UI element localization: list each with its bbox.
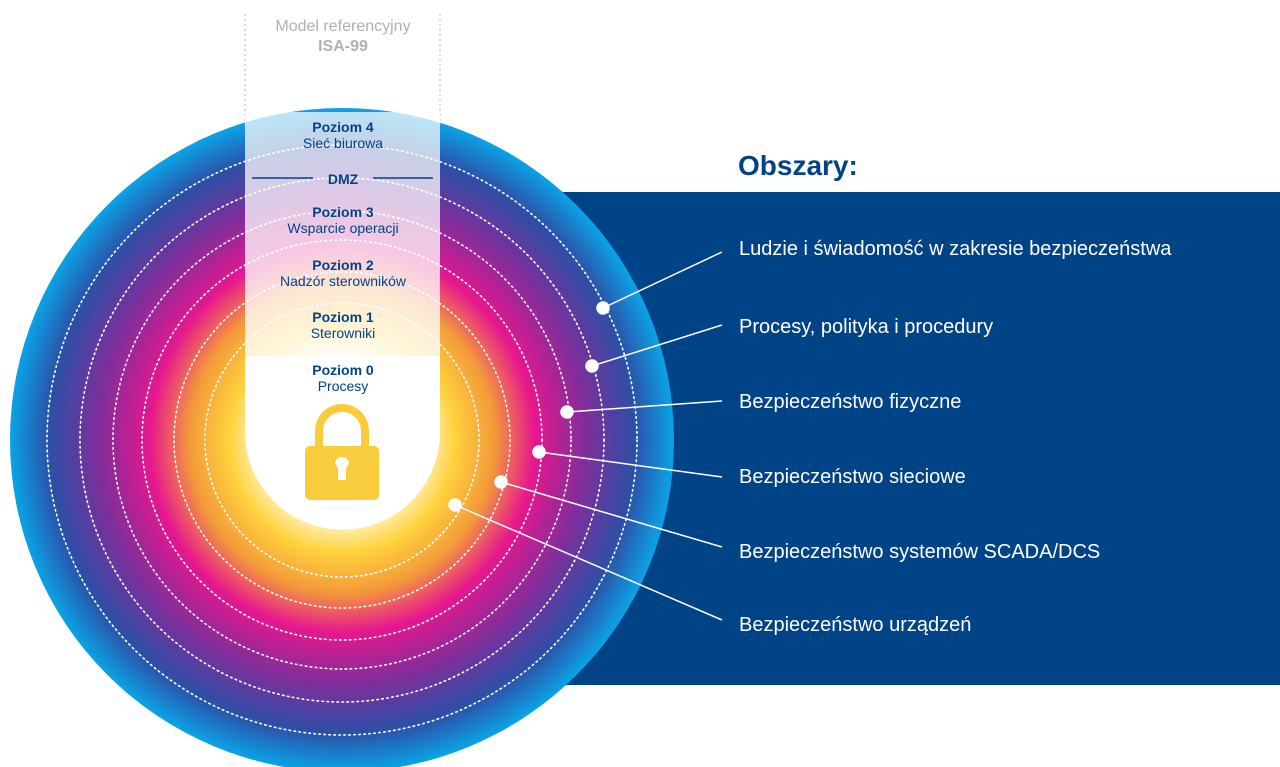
connector-dot-2 [585, 359, 599, 373]
padlock-icon [305, 404, 379, 500]
reference-frame [244, 14, 441, 125]
level-2: Poziom 2 Nadzór sterowników [248, 257, 438, 289]
connector-lines [448, 251, 723, 621]
connector-dot-1 [596, 301, 610, 315]
level-0: Poziom 0 Procesy [248, 362, 438, 394]
ring-3 [112, 210, 572, 670]
connector-dot-4 [532, 445, 546, 459]
connector-dot-6 [448, 498, 462, 512]
area-people-awareness: Ludzie i świadomość w zakresie bezpiecze… [739, 238, 1172, 260]
level-2-title: Poziom 2 [312, 257, 374, 273]
level-3-title: Poziom 3 [312, 204, 374, 220]
level-2-subtitle: Nadzór sterowników [279, 273, 407, 289]
level-4-title: Poziom 4 [312, 119, 374, 135]
reference-model-label: Model referencyjny ISA-99 [248, 17, 438, 57]
ring-2 [79, 177, 605, 703]
connector-dot-3 [560, 405, 574, 419]
area-physical-security: Bezpieczeństwo fizyczne [739, 391, 962, 413]
level-column-base [245, 356, 440, 530]
level-0-subtitle: Procesy [317, 378, 369, 394]
level-0-title: Poziom 0 [312, 362, 374, 378]
connector-dot-5 [494, 475, 508, 489]
dmz-label: DMZ [327, 171, 359, 187]
level-3: Poziom 3 Wsparcie operacji [248, 204, 438, 236]
area-network-security: Bezpieczeństwo sieciowe [739, 466, 966, 488]
level-1: Poziom 1 Sterowniki [248, 309, 438, 341]
level-1-subtitle: Sterowniki [310, 325, 376, 341]
areas-panel [560, 192, 1280, 685]
area-scada-dcs-security: Bezpieczeństwo systemów SCADA/DCS [739, 541, 1101, 563]
level-4-subtitle: Sieć biurowa [302, 135, 384, 151]
reference-model-name: ISA-99 [318, 38, 368, 55]
area-processes-policy: Procesy, polityka i procedury [739, 316, 994, 338]
reference-model-title: Model referencyjny [275, 18, 411, 35]
level-3-subtitle: Wsparcie operacji [287, 220, 399, 236]
level-4: Poziom 4 Sieć biurowa [248, 119, 438, 151]
areas-title: Obszary: [738, 150, 858, 181]
level-1-title: Poziom 1 [312, 309, 374, 325]
area-device-security: Bezpieczeństwo urządzeń [739, 614, 972, 636]
